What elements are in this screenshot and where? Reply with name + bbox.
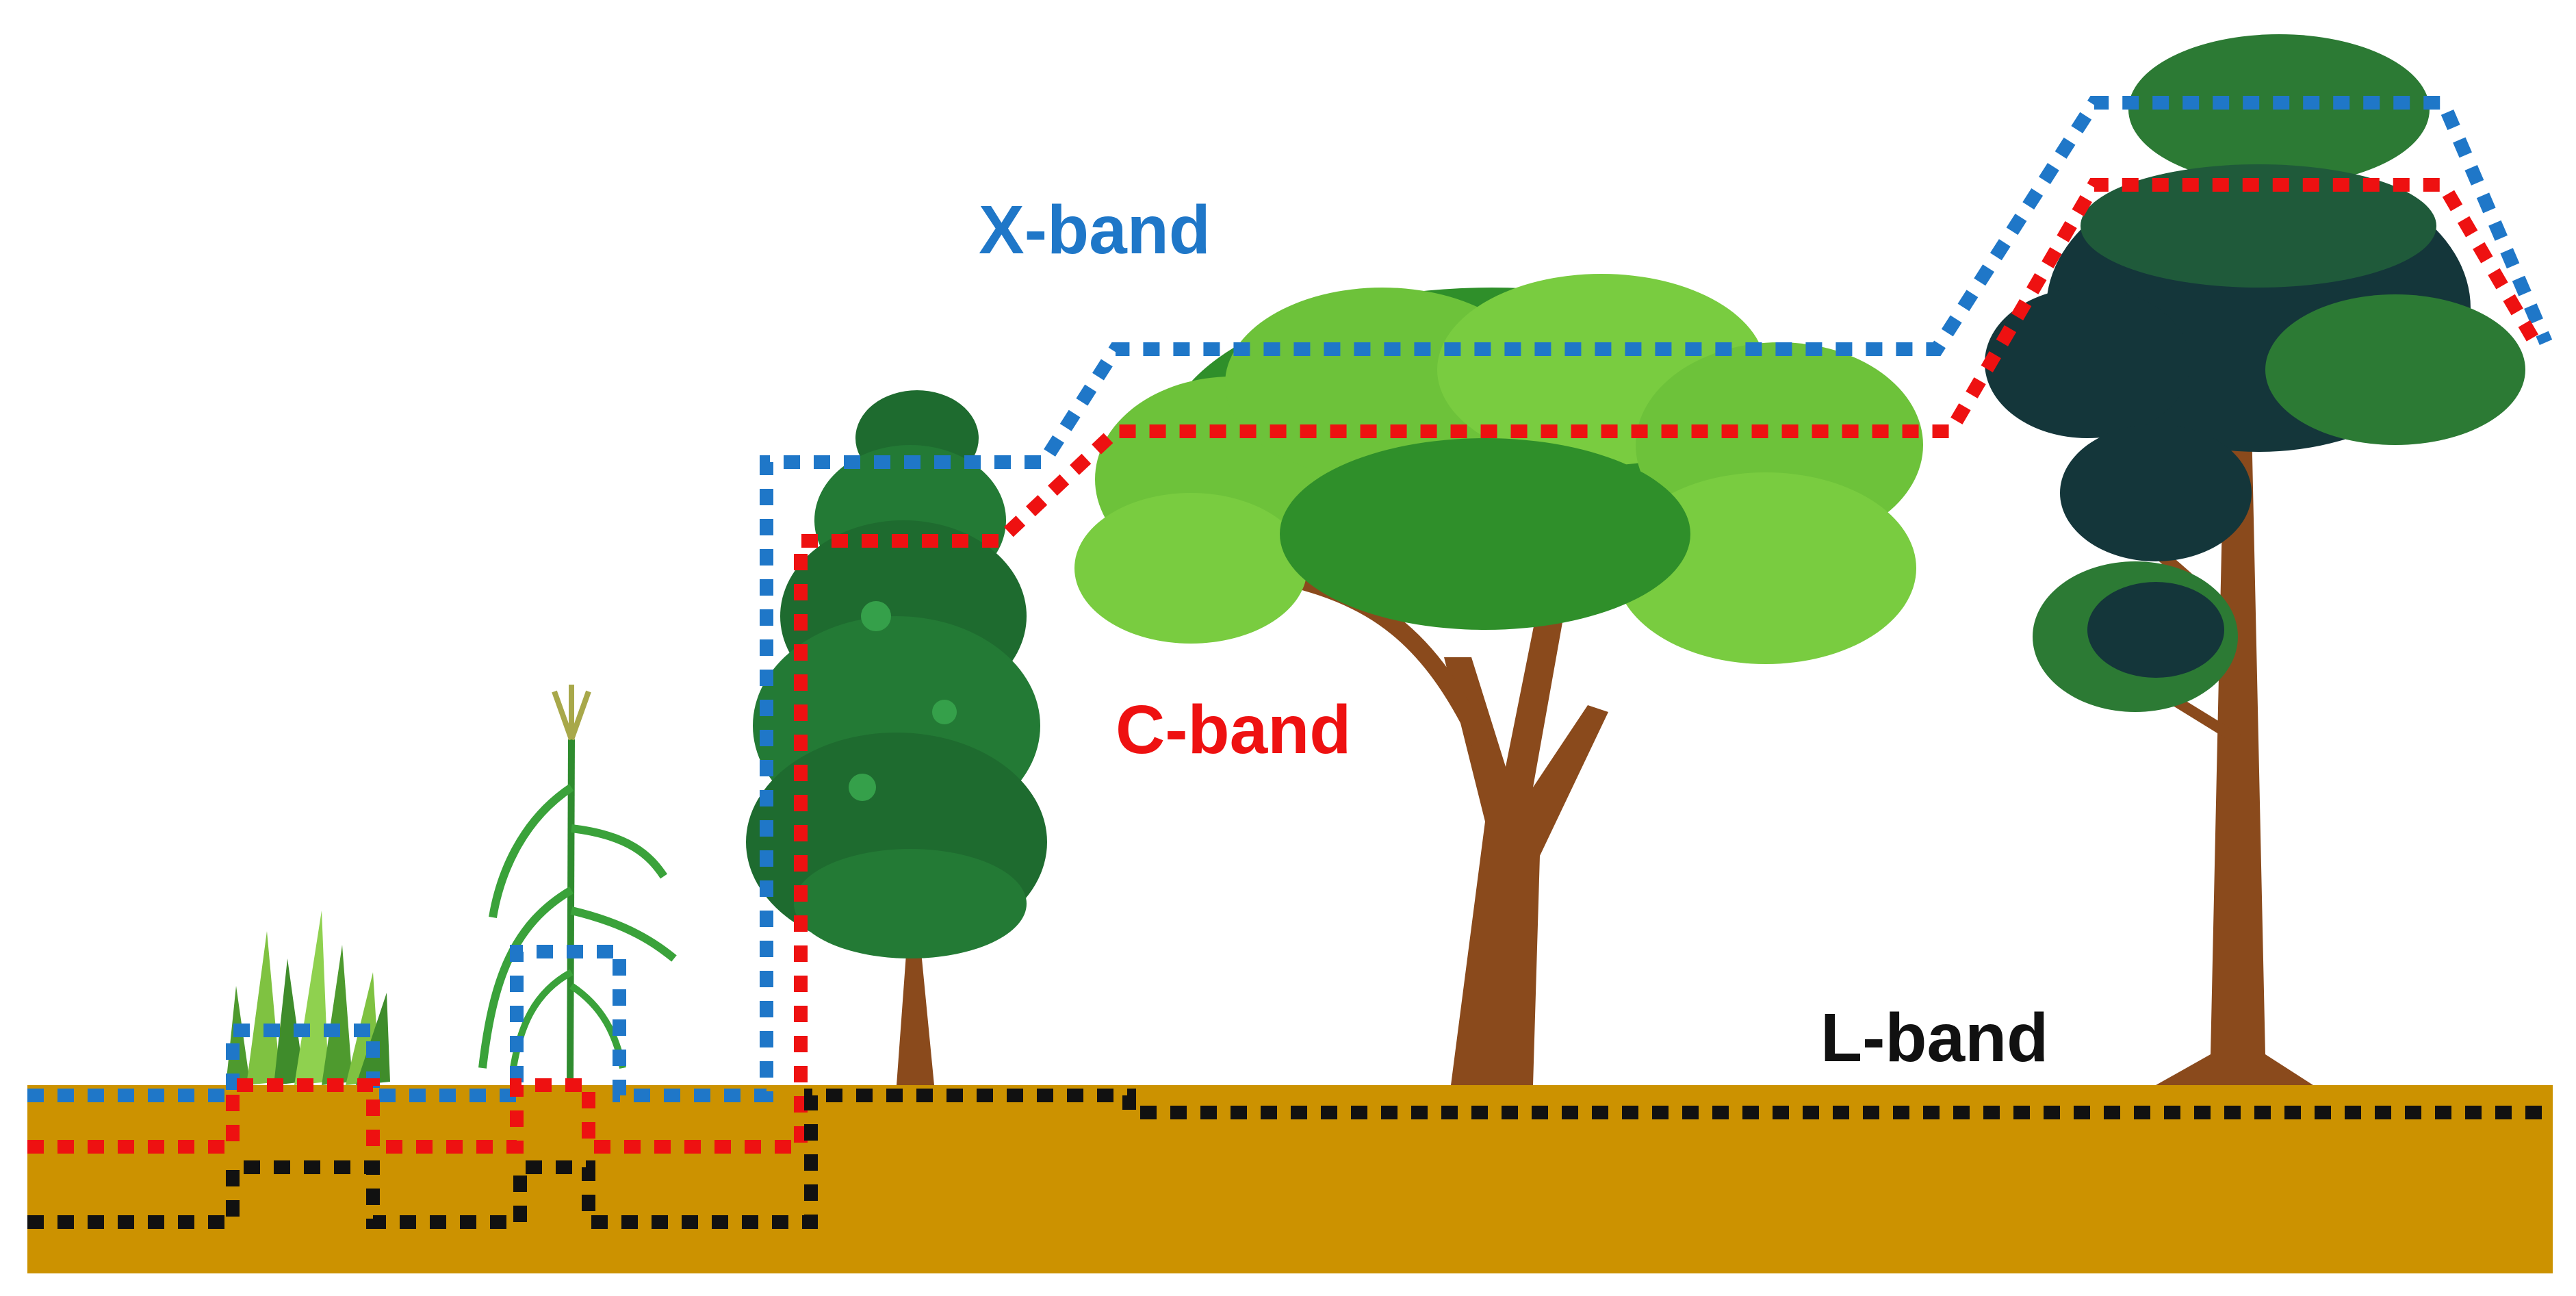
tall-tree-icon: [1985, 34, 2525, 1085]
x-band-label: X-band: [979, 192, 1211, 268]
x-band-line: [27, 96, 2553, 1102]
conifer-tree-icon: [746, 390, 1047, 1085]
broadleaf-tree-icon: [1074, 274, 1923, 1085]
c-band-label: C-band: [1116, 691, 1351, 768]
l-band-label: L-band: [1820, 1000, 2048, 1076]
l-band-line: [27, 1089, 2553, 1229]
grass-icon: [226, 911, 390, 1085]
soil-layer: [27, 1085, 2553, 1273]
corn-plant-icon: [478, 685, 677, 1085]
